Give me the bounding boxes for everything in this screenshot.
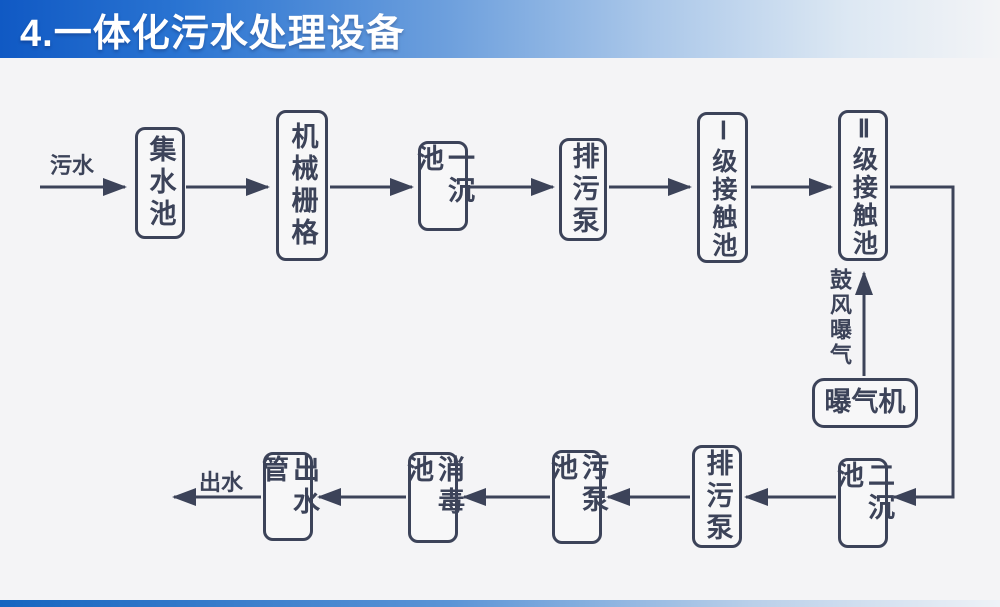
node-sewage-pump-bottom: 排污泵 xyxy=(692,445,742,548)
arrow-level2-to-secondary xyxy=(890,185,955,506)
node-outlet-pipe: 出水管 xyxy=(258,452,319,541)
node-aerator: 曝气机 xyxy=(812,378,918,428)
footer-accent-bar xyxy=(0,600,1000,607)
title-bar: 4.一体化污水处理设备 xyxy=(0,0,1000,58)
node-level2-contact-tank: Ⅱ级接触池 xyxy=(838,110,888,261)
node-sewage-pump-top: 排污泵 xyxy=(559,138,607,241)
node-primary-sedimentation-tank: 一沉池 xyxy=(413,141,474,231)
label-blast-aeration: 鼓风曝气 xyxy=(827,268,852,368)
page-title: 4.一体化污水处理设备 xyxy=(20,12,405,55)
node-collection-tank: 集水池 xyxy=(135,127,185,239)
label-outflow: 出水 xyxy=(199,470,244,495)
node-level1-contact-tank: Ⅰ级接触池 xyxy=(697,112,748,263)
node-mechanical-grid: 机械栅格 xyxy=(276,110,328,261)
label-inflow: 污水 xyxy=(50,153,95,178)
node-sludge-pump-tank: 污泵池 xyxy=(547,450,608,544)
node-disinfection-tank: 消毒池 xyxy=(403,452,464,543)
node-secondary-sedimentation-tank: 二沉池 xyxy=(833,458,894,548)
